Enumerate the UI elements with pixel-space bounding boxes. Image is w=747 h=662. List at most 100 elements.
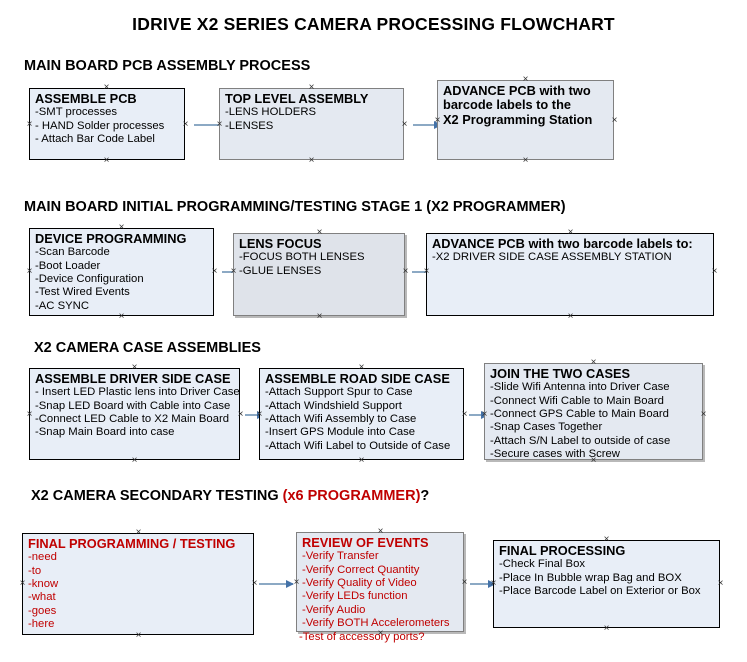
node-line: -here (28, 617, 55, 630)
handle-top[interactable] (117, 223, 126, 232)
handle-right[interactable] (610, 116, 619, 125)
section-heading-red-text: (x6 PROGRAMMER) (282, 488, 421, 504)
handle-top[interactable] (521, 75, 530, 84)
node-line: -Connect GPS Cable to Main Board (490, 407, 669, 420)
node-title: LENS FOCUS (239, 236, 322, 251)
handle-right[interactable] (250, 579, 259, 588)
handle-right[interactable] (401, 267, 410, 276)
handle-top[interactable] (357, 363, 366, 372)
handle-left[interactable] (229, 267, 238, 276)
handle-bottom[interactable] (376, 629, 385, 638)
node-title: ADVANCE PCB with two barcode labels to: (432, 236, 693, 251)
handle-left[interactable] (292, 578, 301, 587)
node-line: - Attach Bar Code Label (35, 132, 155, 145)
handle-bottom[interactable] (130, 456, 139, 465)
handle-left[interactable] (25, 267, 34, 276)
handle-bottom[interactable] (566, 312, 575, 321)
node-line: -what (28, 591, 56, 604)
handle-left[interactable] (480, 410, 489, 419)
connector-final-programming-to-review-of-events (259, 583, 293, 585)
handle-right[interactable] (210, 267, 219, 276)
handle-bottom[interactable] (589, 456, 598, 465)
handle-top[interactable] (130, 363, 139, 372)
handle-left[interactable] (255, 410, 264, 419)
connector-review-of-events-to-final-processing (470, 583, 495, 585)
node-line: -Place In Bubble wrap Bag and BOX (499, 571, 682, 584)
node-review-of-events[interactable]: REVIEW OF EVENTS -Verify Transfer -Verif… (296, 532, 464, 632)
node-line: -need (28, 551, 57, 564)
handle-top[interactable] (602, 535, 611, 544)
node-line: -Verify Quality of Video (302, 576, 417, 589)
section-heading-main-board-pcb-assembly: MAIN BOARD PCB ASSEMBLY PROCESS (24, 58, 311, 74)
handle-top[interactable] (307, 83, 316, 92)
handle-left[interactable] (215, 120, 224, 129)
handle-bottom[interactable] (602, 624, 611, 633)
handle-right[interactable] (716, 579, 725, 588)
node-title: FINAL PROGRAMMING / TESTING (28, 536, 236, 551)
handle-right[interactable] (181, 120, 190, 129)
section-heading-suffix: ? (420, 488, 430, 504)
handle-bottom[interactable] (521, 156, 530, 165)
handle-left[interactable] (433, 116, 442, 125)
handle-right[interactable] (460, 578, 469, 587)
node-line: -know (28, 577, 59, 590)
handle-bottom[interactable] (102, 156, 111, 165)
node-title: DEVICE PROGRAMMING (35, 231, 187, 246)
handle-bottom[interactable] (315, 312, 324, 321)
handle-right[interactable] (400, 120, 409, 129)
node-title: ADVANCE PCB with two (443, 83, 591, 98)
node-lens-focus[interactable]: LENS FOCUS -FOCUS BOTH LENSES -GLUE LENS… (233, 233, 405, 316)
handle-left[interactable] (422, 267, 431, 276)
handle-top[interactable] (315, 228, 324, 237)
node-assemble-driver-side-case[interactable]: ASSEMBLE DRIVER SIDE CASE - Insert LED P… (29, 368, 240, 460)
node-title: JOIN THE TWO CASES (490, 366, 631, 381)
handle-right[interactable] (460, 410, 469, 419)
node-line: -Attach Wifi Label to Outside of Case (265, 439, 451, 452)
handle-left[interactable] (18, 579, 27, 588)
handle-left[interactable] (25, 120, 34, 129)
node-assemble-pcb[interactable]: ASSEMBLE PCB -SMT processes - HAND Solde… (29, 88, 185, 160)
node-line: -Attach Wifi Assembly to Case (265, 412, 417, 425)
node-final-programming-testing[interactable]: FINAL PROGRAMMING / TESTING -need -to -k… (22, 533, 254, 635)
node-device-programming[interactable]: DEVICE PROGRAMMING -Scan Barcode -Boot L… (29, 228, 214, 316)
node-top-level-assembly[interactable]: TOP LEVEL ASSEMBLY -LENS HOLDERS -LENSES (219, 88, 404, 160)
handle-left[interactable] (489, 579, 498, 588)
handle-bottom[interactable] (307, 156, 316, 165)
node-line: -AC SYNC (35, 299, 89, 312)
node-line: -Verify BOTH Accelerometers (302, 616, 450, 629)
node-line: -Attach Windshield Support (265, 399, 402, 412)
handle-top[interactable] (566, 228, 575, 237)
node-advance-pcb-to-driver-side-case-station[interactable]: ADVANCE PCB with two barcode labels to: … (426, 233, 714, 316)
node-overflow-line-review-of-events: -Test of accessory ports? (299, 631, 425, 643)
handle-bottom[interactable] (134, 631, 143, 640)
handle-top[interactable] (134, 528, 143, 537)
node-join-the-two-cases[interactable]: JOIN THE TWO CASES -Slide Wifi Antenna i… (484, 363, 703, 460)
handle-right[interactable] (236, 410, 245, 419)
node-title: FINAL PROCESSING (499, 543, 626, 558)
node-line: -FOCUS BOTH LENSES (239, 251, 365, 264)
handle-left[interactable] (25, 410, 34, 419)
node-final-processing[interactable]: FINAL PROCESSING -Check Final Box -Place… (493, 540, 720, 628)
node-line: -LENS HOLDERS (225, 106, 317, 119)
node-line: -Snap LED Board with Cable into Case (35, 399, 231, 412)
node-line: -Place Barcode Label on Exterior or Box (499, 584, 701, 597)
node-assemble-road-side-case[interactable]: ASSEMBLE ROAD SIDE CASE -Attach Support … (259, 368, 464, 460)
handle-top[interactable] (589, 358, 598, 367)
node-title: ASSEMBLE PCB (35, 91, 137, 106)
page-title: IDRIVE X2 SERIES CAMERA PROCESSING FLOWC… (132, 14, 615, 34)
handle-bottom[interactable] (117, 312, 126, 321)
handle-right[interactable] (699, 410, 708, 419)
node-advance-pcb-to-x2-programming-station[interactable]: ADVANCE PCB with two barcode labels to t… (437, 80, 614, 160)
node-line: -Connect Wifi Cable to Main Board (490, 394, 664, 407)
node-line: -Test Wired Events (35, 286, 130, 299)
node-title: TOP LEVEL ASSEMBLY (225, 91, 369, 106)
node-line: -Verify LEDs function (302, 590, 408, 603)
section-heading-x2-camera-case-assemblies: X2 CAMERA CASE ASSEMBLIES (34, 340, 261, 356)
handle-bottom[interactable] (357, 456, 366, 465)
node-line: -Verify Transfer (302, 550, 379, 563)
connector-assemble-pcb-to-top-level-assembly (194, 124, 228, 126)
handle-top[interactable] (102, 83, 111, 92)
node-line: - HAND Solder processes (35, 119, 165, 132)
handle-top[interactable] (376, 527, 385, 536)
handle-right[interactable] (710, 267, 719, 276)
